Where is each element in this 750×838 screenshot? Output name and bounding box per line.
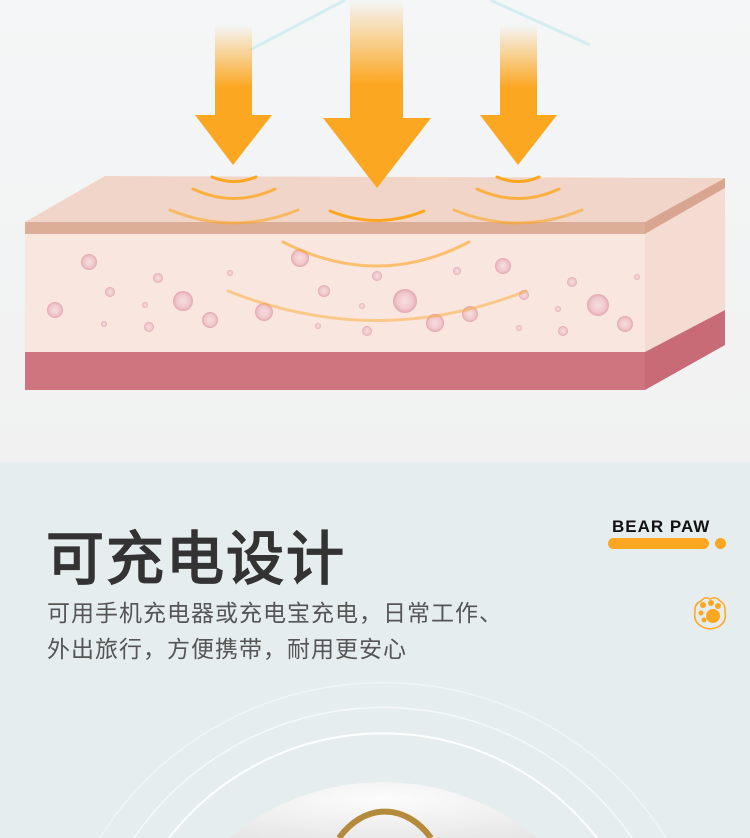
skin-layer (25, 234, 645, 352)
sun-ray-arrow-icon (195, 0, 557, 188)
skin-top-face (25, 176, 725, 222)
paw-icon (693, 597, 727, 630)
section-title: 可充电设计 (46, 525, 347, 593)
bubbles (47, 249, 640, 336)
skin-base-layer (25, 352, 645, 390)
heat-waves (168, 175, 584, 322)
accent-bar (608, 538, 709, 549)
section-description: 可用手机充电器或充电宝充电，日常工作、 外出旅行，方便携带，耐用更安心 (47, 601, 503, 663)
device-illustration (99, 681, 667, 838)
feature-section: 可充电设计 可用手机充电器或充电宝充电，日常工作、 外出旅行，方便携带，耐用更安… (0, 462, 750, 838)
brand-label: BEAR PAW (612, 517, 711, 536)
accent-dot (715, 538, 726, 549)
skin-illustration (0, 0, 750, 462)
